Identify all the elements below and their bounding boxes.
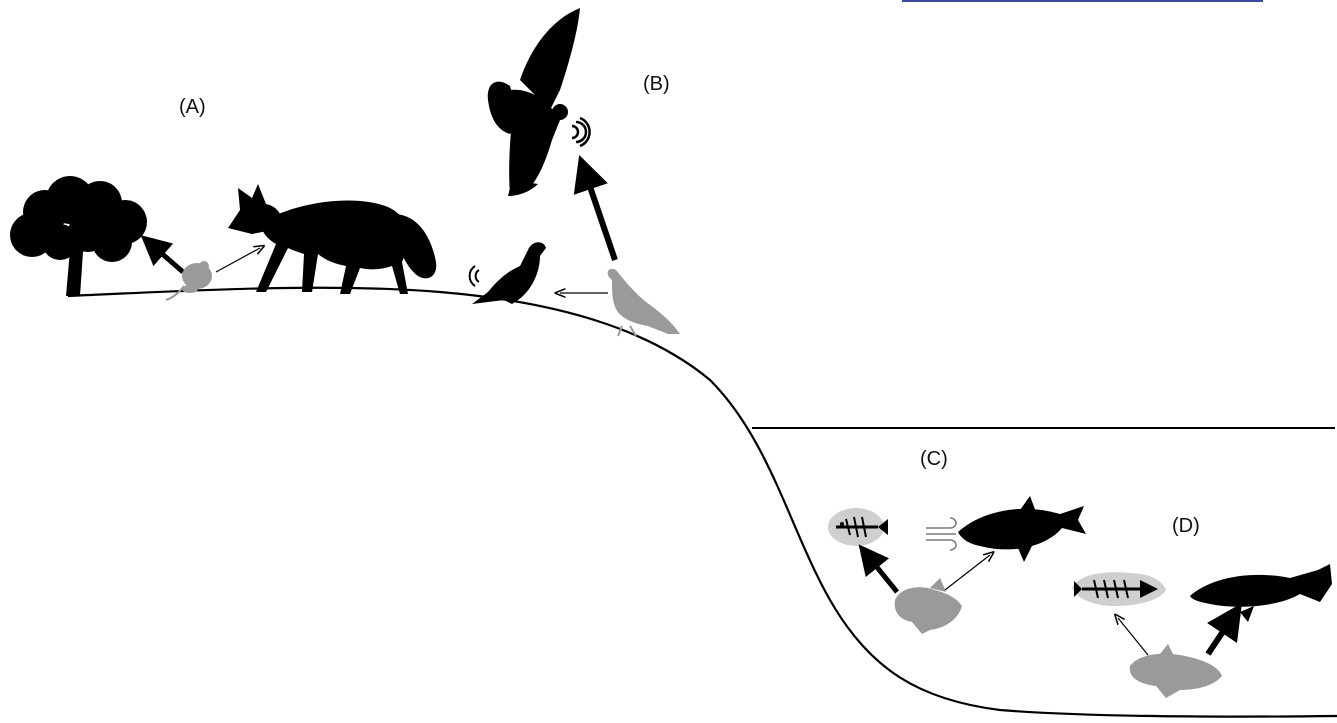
panel-label-c: (C) (920, 448, 948, 470)
trout-icon (1190, 564, 1332, 622)
fish-skeleton-icon (828, 508, 888, 546)
arrow-dove-to-hawk (573, 154, 618, 261)
wind-icon (926, 517, 957, 551)
pigeon-icon (472, 242, 546, 304)
arrow-preyfish-to-skeleton-c (858, 544, 899, 594)
sound-waves-icon (468, 265, 480, 287)
hawk-icon (487, 8, 580, 196)
tree-icon (10, 176, 147, 296)
dove-icon (607, 268, 680, 337)
arrow-mouse-to-tree (140, 235, 185, 274)
fox-icon (228, 184, 437, 294)
panel-label-a: (A) (179, 96, 206, 118)
prey-fish-icon (1129, 644, 1222, 698)
arrow-preyfish-to-skeleton-d (1118, 618, 1149, 656)
panel-label-d: (D) (1172, 515, 1200, 537)
panel-label-b: (B) (643, 73, 670, 95)
fish-skeleton-icon (1072, 572, 1166, 606)
prey-fish-icon (894, 578, 962, 634)
mouse-icon (165, 261, 212, 301)
arrow-preyfish-to-trout-d (1205, 603, 1242, 656)
terrain-line (67, 286, 1337, 718)
arrow-preyfish-to-predator-c (944, 555, 990, 591)
arrow-mouse-to-fox (215, 248, 260, 273)
hawk-sound-waves-icon (571, 116, 591, 148)
predator-fish-icon (958, 496, 1086, 562)
